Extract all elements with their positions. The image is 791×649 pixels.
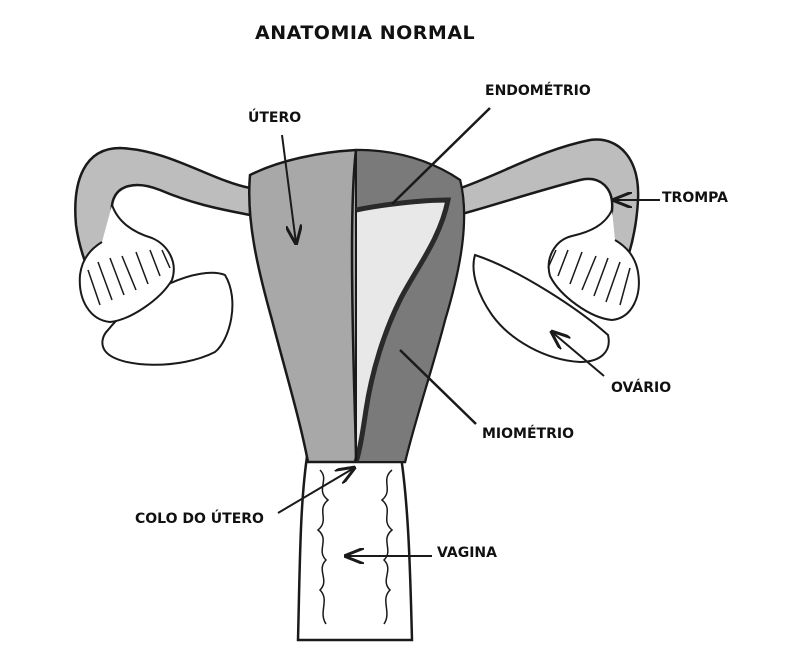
label-endometrio: ENDOMÉTRIO xyxy=(485,83,591,99)
vagina-shape xyxy=(296,448,414,642)
colo-pointer xyxy=(277,468,354,514)
endometrio-pointer xyxy=(391,107,491,205)
section-cut-line xyxy=(350,149,358,463)
label-trompa: TROMPA xyxy=(662,190,728,206)
miometrio-pointer xyxy=(399,349,477,425)
label-ovario: OVÁRIO xyxy=(611,380,672,396)
ovario-pointer xyxy=(552,332,605,377)
label-utero: ÚTERO xyxy=(248,110,302,126)
utero-pointer xyxy=(281,134,296,243)
label-colo-do-utero: COLO DO ÚTERO xyxy=(135,511,264,527)
endometrium-lining xyxy=(353,197,452,463)
left-ovary xyxy=(101,271,234,366)
left-fallopian-tube xyxy=(74,146,252,324)
diagram-title: ANATOMIA NORMAL xyxy=(255,22,476,44)
right-fallopian-tube xyxy=(453,138,640,322)
label-vagina: VAGINA xyxy=(437,545,497,561)
label-miometrio: MIOMÉTRIO xyxy=(482,426,574,442)
right-ovary xyxy=(472,253,610,364)
